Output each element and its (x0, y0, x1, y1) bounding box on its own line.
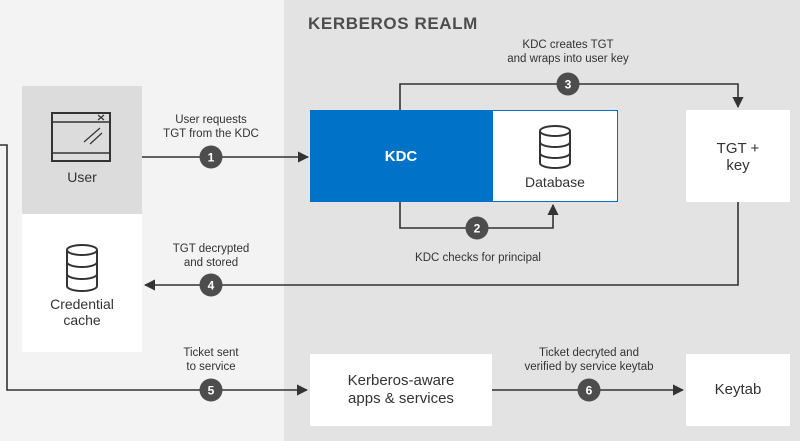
step-4-marker: 4 (199, 273, 223, 297)
apps-label-line2: apps & services (348, 390, 454, 407)
step-3-caption: KDC creates TGT and wraps into user key (488, 38, 648, 66)
step-6-caption: Ticket decryted and verified by service … (509, 346, 669, 374)
keytab-box: Keytab (686, 354, 790, 426)
database-icon (66, 244, 98, 292)
step-2-caption-line1: KDC checks for principal (415, 252, 541, 264)
connector-step-4 (143, 202, 739, 291)
apps-label-line1: Kerberos-aware (347, 372, 455, 389)
step-1-marker: 1 (199, 145, 223, 169)
tgt-key-box: TGT + key (686, 110, 790, 202)
database-icon (539, 125, 571, 169)
credential-label-line1: Credential (50, 296, 114, 312)
credential-label-line2: cache (63, 312, 101, 328)
step-5-caption: Ticket sent to service (156, 346, 266, 374)
realm-title: KERBEROS REALM (308, 14, 478, 33)
keytab-label: Keytab (714, 381, 762, 398)
step-5-caption-line2: to service (186, 361, 236, 373)
tgt-key-label-line1: TGT + (716, 140, 760, 157)
database-box: Database (492, 110, 618, 202)
step-1-number: 1 (208, 151, 215, 165)
step-6-number: 6 (586, 384, 593, 398)
step-4-caption: TGT decrypted and stored (156, 242, 266, 270)
step-1-caption: User requests TGT from the KDC (146, 113, 276, 141)
step-6-caption-line1: Ticket decryted and (539, 347, 639, 359)
step-3-number: 3 (565, 78, 572, 92)
step-2-number: 2 (474, 222, 481, 236)
step-6-marker: 6 (577, 378, 601, 402)
step-2-caption: KDC checks for principal (398, 251, 558, 265)
step-5-caption-line1: Ticket sent (183, 347, 239, 359)
tgt-key-label-line2: key (726, 157, 750, 174)
credential-cache-box: Credential cache (22, 214, 142, 352)
step-4-number: 4 (208, 279, 215, 293)
user-box: User (22, 86, 142, 214)
step-4-caption-line1: TGT decrypted (172, 243, 250, 255)
step-1-caption-line1: User requests (175, 114, 247, 126)
step-4-caption-line2: and stored (183, 257, 239, 269)
kdc-box: KDC (310, 110, 492, 202)
window-icon (51, 112, 111, 162)
step-3-caption-line1: KDC creates TGT (522, 39, 614, 51)
database-label: Database (525, 174, 585, 190)
user-label: User (67, 169, 97, 185)
step-3-marker: 3 (556, 72, 580, 96)
step-5-number: 5 (208, 384, 215, 398)
kerberos-apps-box: Kerberos-aware apps & services (310, 354, 492, 426)
connector-step-5 (0, 144, 309, 396)
step-5-marker: 5 (199, 378, 223, 402)
step-3-caption-line2: and wraps into user key (507, 53, 629, 65)
step-2-marker: 2 (465, 216, 489, 240)
step-1-caption-line2: TGT from the KDC (163, 128, 259, 140)
step-6-caption-line2: verified by service keytab (524, 361, 654, 373)
kdc-label: KDC (384, 148, 418, 165)
